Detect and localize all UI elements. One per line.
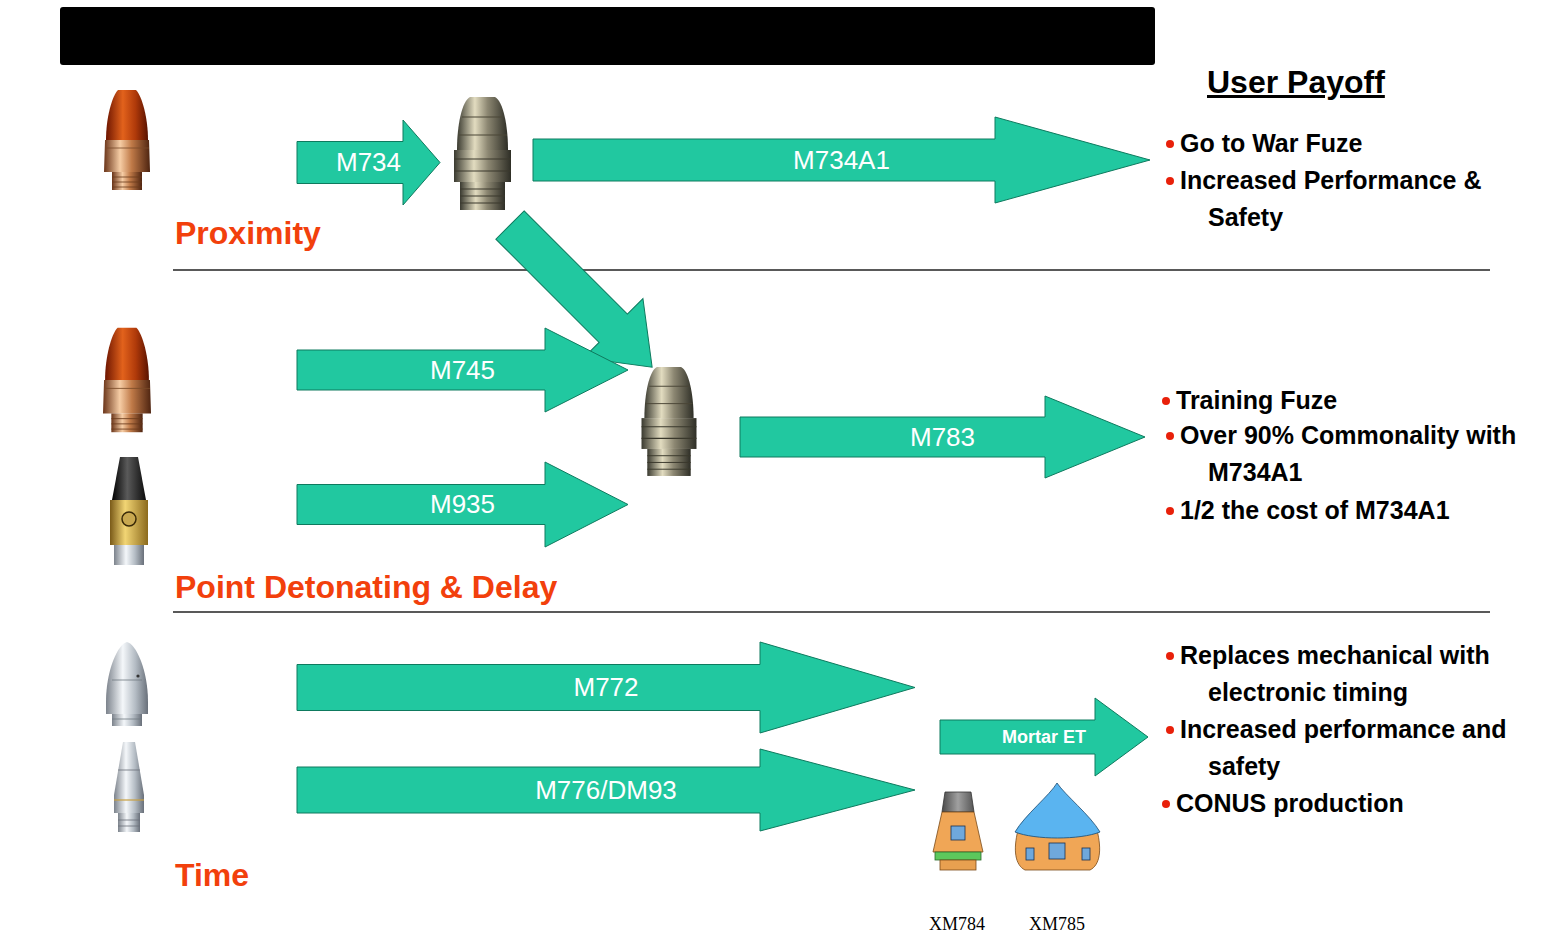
xm784-fuze xyxy=(933,792,983,870)
section-divider xyxy=(173,611,1490,613)
payoff-bullet: CONUS production xyxy=(1176,785,1516,822)
section-heading: Time xyxy=(175,855,249,895)
section-divider xyxy=(173,269,1490,271)
label-slot: Time xyxy=(175,855,249,895)
block-arrow: M734A1 xyxy=(533,117,1150,203)
bullet-dot xyxy=(1166,652,1174,660)
time-fuze xyxy=(106,642,148,726)
block-arrow: Mortar ET xyxy=(940,698,1148,776)
arrow-label: M734 xyxy=(336,147,401,178)
fuze-window xyxy=(1049,843,1065,859)
column-heading: User Payoff xyxy=(1207,62,1385,102)
fuze-window xyxy=(1082,848,1090,860)
arrow-label: M745 xyxy=(430,355,495,386)
block-arrow-fill xyxy=(297,120,440,205)
arrow-label: M734A1 xyxy=(793,145,890,176)
m734-fuze xyxy=(454,97,511,210)
payoff-bullet: 1/2 the cost of M734A1 xyxy=(1180,492,1520,529)
label-slot: XM785 xyxy=(1029,913,1085,935)
payoff-bullet: Increased performance and safety xyxy=(1180,711,1520,785)
label-slot: Over 90% Commonality with M734A1 xyxy=(1180,417,1520,491)
section-heading: Proximity xyxy=(175,213,321,253)
block-arrow: M772 xyxy=(297,642,915,733)
arrow-label: Mortar ET xyxy=(1002,727,1086,748)
fuze-thread xyxy=(940,860,976,870)
time-fuze xyxy=(114,742,144,832)
block-arrow-fill xyxy=(297,642,915,733)
bullet-dot xyxy=(1162,800,1170,808)
m783-fuze xyxy=(642,367,697,476)
bullet-dot xyxy=(1166,507,1174,515)
block-arrow-fill xyxy=(297,328,628,412)
block-arrow: M935 xyxy=(297,462,628,547)
block-arrow: M745 xyxy=(297,328,628,412)
bullet-dot xyxy=(1166,140,1174,148)
block-arrow-fill xyxy=(740,396,1145,478)
block-arrow-fill xyxy=(533,117,1150,203)
label-slot: Go to War Fuze xyxy=(1180,125,1520,162)
block-arrow: M734 xyxy=(297,120,440,205)
block-arrow-fill xyxy=(297,749,915,831)
proximity-fuze xyxy=(103,328,151,432)
payoff-bullet: Over 90% Commonality with M734A1 xyxy=(1180,417,1520,491)
xm785-fuze xyxy=(1015,783,1100,870)
label-slot: Replaces mechanical with electronic timi… xyxy=(1180,637,1520,711)
fuze-window xyxy=(951,826,965,840)
label-slot: Point Detonating & Delay xyxy=(175,567,557,607)
part-name: XM785 xyxy=(1029,913,1085,935)
arrow-label: M935 xyxy=(430,489,495,520)
bullet-dot xyxy=(1162,397,1170,405)
block-arrow-fill xyxy=(297,462,628,547)
section-heading: Point Detonating & Delay xyxy=(175,567,557,607)
block-arrow: M776/DM93 xyxy=(297,749,915,831)
block-arrow-fill xyxy=(940,698,1148,776)
label-slot: Proximity xyxy=(175,213,321,253)
label-slot: XM784 xyxy=(929,913,985,935)
arrow-label: M772 xyxy=(573,672,638,703)
label-slot: CONUS production xyxy=(1176,785,1516,822)
bullet-dot xyxy=(1166,432,1174,440)
bullet-dot xyxy=(1166,726,1174,734)
fuze-body xyxy=(933,812,983,852)
proximity-fuze xyxy=(104,90,150,190)
part-name: XM784 xyxy=(929,913,985,935)
bullet-dot xyxy=(1166,177,1174,185)
point-detonating-fuze xyxy=(110,457,148,565)
label-slot: Training Fuze xyxy=(1176,382,1516,419)
fuze-band xyxy=(935,852,981,860)
fuze-cap xyxy=(942,792,974,812)
label-slot: User Payoff xyxy=(1207,62,1385,102)
fuze-cap xyxy=(1015,783,1100,838)
label-slot: 1/2 the cost of M734A1 xyxy=(1180,492,1520,529)
label-slot: Increased performance and safety xyxy=(1180,711,1520,785)
payoff-bullet: Go to War Fuze xyxy=(1180,125,1520,162)
payoff-bullet: Increased Performance & Safety xyxy=(1180,162,1520,236)
arrow-label: M776/DM93 xyxy=(535,775,677,806)
arrow-label: M783 xyxy=(910,422,975,453)
payoff-bullet: Training Fuze xyxy=(1176,382,1516,419)
block-arrow: M783 xyxy=(740,396,1145,478)
fuze-window xyxy=(1026,848,1034,860)
label-slot: Increased Performance & Safety xyxy=(1180,162,1520,236)
title-bar xyxy=(60,7,1155,65)
payoff-bullet: Replaces mechanical with electronic timi… xyxy=(1180,637,1520,711)
